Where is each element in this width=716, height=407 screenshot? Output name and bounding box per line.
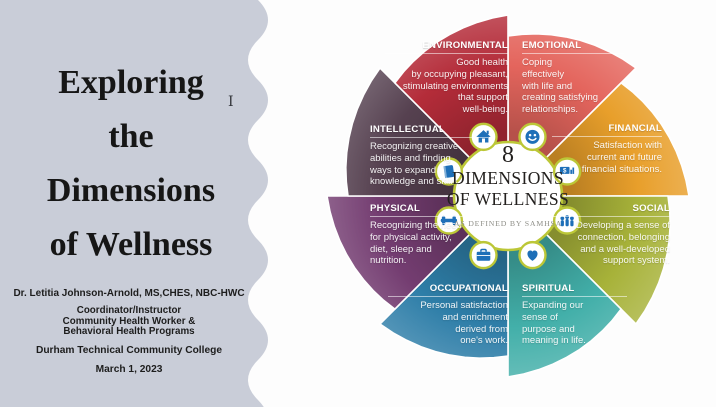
book-icon bbox=[443, 165, 455, 179]
briefcase-icon bbox=[476, 248, 491, 261]
segment-description: Coping effectively with life and creatin… bbox=[522, 57, 599, 116]
title-line: the bbox=[108, 118, 154, 155]
wheel-center-circle bbox=[452, 140, 564, 252]
hub-title: DIMENSIONS bbox=[452, 168, 564, 188]
author-credits: Dr. Letitia Johnson-Arnold, MS,CHES, NBC… bbox=[4, 288, 254, 375]
house-icon bbox=[476, 130, 491, 143]
segment-title: OCCUPATIONAL bbox=[388, 283, 508, 297]
segment-label-physical: PHYSICAL Recognizing the need for physic… bbox=[370, 203, 485, 267]
segment-label-spiritual: SPIRITUAL Expanding our sense of purpose… bbox=[522, 283, 627, 347]
heart-icon bbox=[527, 250, 538, 261]
segment-title: INTELLECTUAL bbox=[370, 124, 488, 138]
text-cursor: I bbox=[228, 94, 234, 110]
hub-subtitle: AS DEFINED BY SAMHSA bbox=[453, 219, 563, 228]
segment-description: Personal satisfaction and enrichment der… bbox=[420, 300, 508, 347]
segment-description: Recognizing creative abilities and findi… bbox=[370, 141, 460, 188]
hub-number: 8 bbox=[502, 142, 514, 168]
wheel-hub: 8 DIMENSIONS OF WELLNESS AS DEFINED BY S… bbox=[436, 142, 580, 228]
segment-description: Recognizing the need for physical activi… bbox=[370, 220, 462, 267]
segment-description: Good health by occupying pleasant, stimu… bbox=[402, 57, 508, 116]
segment-label-social: SOCIAL Developing a sense of connection,… bbox=[548, 203, 670, 267]
segment-description: Developing a sense of connection, belong… bbox=[575, 220, 670, 267]
segment-description: Expanding our sense of purpose and meani… bbox=[522, 300, 586, 347]
title-line: Exploring bbox=[58, 64, 204, 101]
segment-title: PHYSICAL bbox=[370, 203, 485, 217]
dumbbell-icon bbox=[440, 215, 458, 226]
segment-label-emotional: EMOTIONAL Coping effectively with life a… bbox=[522, 40, 624, 116]
presentation-date: March 1, 2023 bbox=[95, 363, 163, 375]
segment-title: EMOTIONAL bbox=[522, 40, 624, 54]
segment-label-occupational: OCCUPATIONAL Personal satisfaction and e… bbox=[388, 283, 508, 347]
left-panel-wave bbox=[0, 0, 268, 407]
author-role: Coordinator/Instructor Community Health … bbox=[62, 305, 196, 337]
segment-title: SOCIAL bbox=[548, 203, 670, 217]
smiley-icon bbox=[525, 129, 540, 144]
slide-title: Exploring the Dimensions of Wellness bbox=[6, 56, 256, 272]
left-panel-shape bbox=[0, 0, 268, 407]
segment-title: FINANCIAL bbox=[552, 123, 662, 137]
title-line: of Wellness bbox=[49, 226, 213, 263]
segment-label-financial: FINANCIAL Satisfaction with current and … bbox=[552, 123, 662, 175]
institution: Durham Technical Community College bbox=[35, 344, 223, 356]
segment-label-intellectual: INTELLECTUAL Recognizing creative abilit… bbox=[370, 124, 488, 188]
money-icon: $ bbox=[559, 166, 575, 175]
title-line: Dimensions bbox=[46, 172, 216, 209]
segment-label-environmental: ENVIRONMENTAL Good health by occupying p… bbox=[385, 40, 508, 116]
svg-text:$: $ bbox=[563, 168, 567, 175]
segment-title: SPIRITUAL bbox=[522, 283, 627, 297]
segment-title: ENVIRONMENTAL bbox=[385, 40, 508, 54]
author-name: Dr. Letitia Johnson-Arnold, MS,CHES, NBC… bbox=[13, 288, 245, 299]
hub-title: OF WELLNESS bbox=[446, 189, 570, 209]
segment-description: Satisfaction with current and future fin… bbox=[581, 140, 662, 175]
